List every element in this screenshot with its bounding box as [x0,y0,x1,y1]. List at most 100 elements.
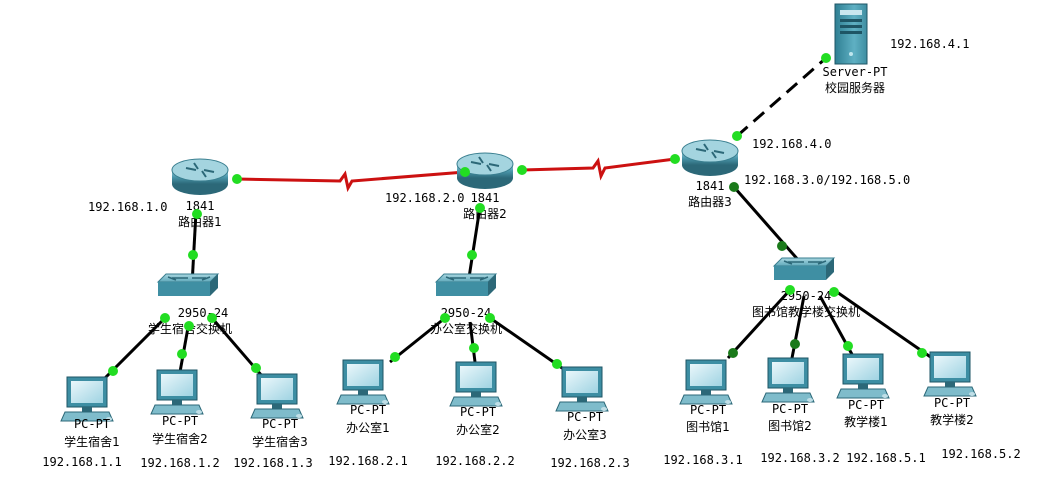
port-indicators [108,53,927,376]
pc-name-label: 办公室3 [563,427,607,442]
router-2-name: 路由器2 [463,206,507,221]
pc-type-label: PC-PT [848,398,884,412]
port-dot [829,287,839,297]
port-dot [552,359,562,369]
server-type-label: Server-PT [822,65,887,79]
pc-ip-label: 192.168.3.1 [663,453,742,467]
port-dot [485,313,495,323]
switch-icon [434,273,498,296]
port-dot [440,313,450,323]
pc-type-label: PC-PT [934,396,970,410]
port-dot [207,313,217,323]
port-dot [732,131,742,141]
router-1-name: 路由器1 [178,214,222,229]
switch-icon [156,273,220,296]
switch-2[interactable]: 2950-24 办公室交换机 [430,273,502,336]
serial-link-r1-r2 [236,170,466,193]
pcs: PC-PT学生宿舍1192.168.1.1PC-PT学生宿舍2192.168.1… [42,351,1021,470]
link-sw3-pc10 [833,288,933,360]
computer-icon [679,359,733,405]
pc-device[interactable]: PC-PT 办公室3 192.168.2.3 [550,366,630,470]
router-2-net-label: 192.168.2.0 [385,191,464,205]
port-dot [785,285,795,295]
pc-name-label: 图书馆1 [686,419,730,434]
port-dot [467,250,477,260]
pc-name-label: 学生宿舍2 [152,431,208,446]
router-3-name: 路由器3 [688,194,732,209]
server-device[interactable]: 192.168.4.1 Server-PT 校园服务器 [822,3,969,95]
switch-3[interactable]: 2950-24 图书馆教学楼交换机 [752,257,860,319]
link-sw3-pc7 [726,288,792,360]
router-icon [456,152,514,189]
pc-name-label: 图书馆2 [768,418,812,433]
pc-name-label: 办公室2 [456,422,500,437]
port-dot [232,174,242,184]
pc-name-label: 教学楼2 [930,412,974,427]
pc-name-label: 办公室1 [346,420,390,435]
router-icon [171,158,229,195]
port-dot [790,339,800,349]
router-3-net-up-label: 192.168.4.0 [752,137,831,151]
port-dot [188,250,198,260]
port-dot [728,348,738,358]
pc-type-label: PC-PT [262,417,298,431]
switch-icon [772,257,836,280]
port-dot [670,154,680,164]
pc-name-label: 学生宿舍3 [252,434,308,449]
router-2[interactable]: 1841 路由器2 192.168.2.0 [385,152,514,221]
switch-1-model: 2950-24 [178,306,229,320]
router-2-model: 1841 [471,191,500,205]
switch-2-name: 办公室交换机 [430,321,502,336]
port-dot [192,209,202,219]
port-dot [251,363,261,373]
computer-icon [449,361,503,407]
port-dot [469,343,479,353]
pc-device[interactable]: PC-PT 教学楼2 192.168.5.2 [923,351,1021,461]
pc-type-label: PC-PT [567,410,603,424]
computer-icon [150,369,204,415]
server-name-label: 校园服务器 [825,80,885,95]
pc-ip-label: 192.168.5.2 [941,447,1020,461]
port-dot [177,349,187,359]
router-icon [681,139,739,176]
port-dot [517,165,527,175]
pc-ip-label: 192.168.3.2 [760,451,839,465]
pc-ip-label: 192.168.5.1 [846,451,925,465]
computer-icon [555,366,609,412]
serial-link-r2-r3 [521,157,676,181]
router-3-model: 1841 [696,179,725,193]
pc-type-label: PC-PT [690,403,726,417]
server-ip-label: 192.168.4.1 [890,37,969,51]
pc-ip-label: 192.168.1.2 [140,456,219,470]
link-r1-sw1 [190,211,198,286]
link-sw2-pc6 [489,316,566,372]
pc-ip-label: 192.168.2.2 [435,454,514,468]
server-icon [834,3,868,65]
pc-device[interactable]: PC-PT 图书馆1 192.168.3.1 [663,359,743,467]
computer-icon [336,359,390,405]
router-3[interactable]: 1841 路由器3 192.168.4.0 192.168.3.0/192.16… [681,137,910,209]
port-dot [160,313,170,323]
links [103,56,933,380]
router-1[interactable]: 1841 路由器1 192.168.1.0 [88,158,229,229]
port-dot [108,366,118,376]
pc-type-label: PC-PT [772,402,808,416]
pc-type-label: PC-PT [74,417,110,431]
pc-device[interactable]: PC-PT 图书馆2 192.168.3.2 [760,357,840,465]
link-sw2-pc5 [468,321,477,363]
pc-ip-label: 192.168.2.3 [550,456,629,470]
pc-ip-label: 192.168.2.1 [328,454,407,468]
port-dot [917,348,927,358]
link-r2-sw2 [466,206,482,285]
port-dot [843,341,853,351]
router-1-model: 1841 [186,199,215,213]
computer-icon [250,373,304,419]
computer-icon [761,357,815,403]
